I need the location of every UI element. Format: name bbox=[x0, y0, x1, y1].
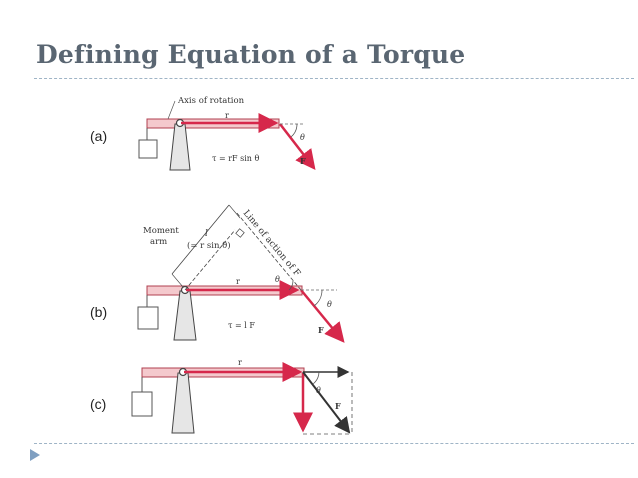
moment-arm-label-line1: Moment bbox=[143, 226, 179, 236]
axis-of-rotation-label: Axis of rotation bbox=[177, 96, 245, 106]
panel-c-label: (c) bbox=[90, 396, 107, 412]
theta-label: θ bbox=[327, 300, 332, 309]
title-divider bbox=[34, 78, 634, 79]
moment-arm-dimension bbox=[171, 204, 230, 275]
slide-title: Defining Equation of a Torque bbox=[36, 40, 466, 69]
panel-b-figure: Moment arm l (= r sin θ) Line of action … bbox=[137, 204, 345, 343]
l-label: l bbox=[205, 229, 208, 239]
moment-arm-line bbox=[184, 229, 236, 291]
dimension-tick bbox=[228, 204, 241, 219]
r-label: r bbox=[236, 277, 240, 286]
force-vector bbox=[300, 289, 345, 343]
panel-a-figure: Axis of rotation r θ F τ = rF sin θ bbox=[138, 96, 316, 171]
right-angle-marker bbox=[235, 228, 245, 238]
hanging-weight bbox=[137, 306, 159, 330]
force-label: F bbox=[318, 325, 324, 335]
torque-equation: τ = l F bbox=[228, 321, 255, 330]
theta-label: θ bbox=[300, 133, 305, 142]
pivot-stand bbox=[169, 123, 191, 171]
footer-divider bbox=[34, 443, 634, 444]
theta-label: θ bbox=[316, 386, 321, 395]
force-label: F bbox=[335, 401, 341, 411]
bullet-arrow-icon bbox=[30, 449, 40, 461]
theta-arc bbox=[313, 289, 323, 307]
r-label: r bbox=[225, 111, 229, 120]
panel-b-label: (b) bbox=[90, 304, 108, 320]
line-of-action-label: Line of action of F bbox=[241, 209, 302, 279]
axis-leader bbox=[167, 100, 176, 120]
force-vector bbox=[302, 371, 351, 434]
hanging-weight bbox=[138, 139, 158, 159]
theta-arc bbox=[290, 123, 298, 138]
l-expression: (= r sin θ) bbox=[187, 240, 231, 251]
theta-arc bbox=[312, 371, 320, 385]
theta-arc bbox=[288, 280, 294, 291]
hanging-weight bbox=[131, 391, 153, 417]
line-of-action bbox=[235, 211, 302, 291]
dimension-tick bbox=[171, 273, 184, 288]
torque-equation: τ = rF sin θ bbox=[212, 154, 259, 163]
moment-arm-label-line2: arm bbox=[150, 237, 167, 247]
r-label: r bbox=[238, 358, 242, 367]
panel-a-label: (a) bbox=[90, 128, 108, 144]
panel-c-figure: r θ F bbox=[131, 358, 353, 435]
force-label: F bbox=[300, 156, 306, 166]
force-vector bbox=[279, 123, 316, 170]
pivot-stand bbox=[173, 290, 197, 341]
pivot-stand bbox=[171, 372, 195, 434]
theta-label-top: θ bbox=[275, 275, 280, 284]
